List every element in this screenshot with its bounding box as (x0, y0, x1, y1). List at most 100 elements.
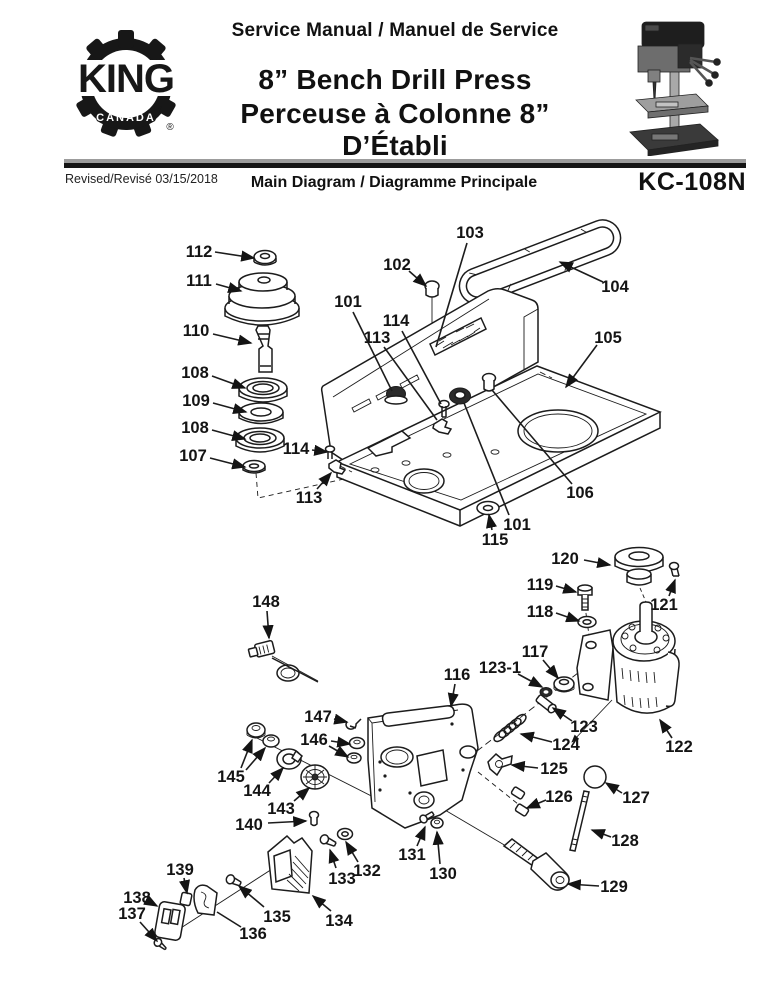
part-113-clip-left (328, 459, 347, 475)
leader-line-114 (311, 444, 329, 456)
part-143-hub (300, 764, 330, 790)
callout-127: 127 (622, 789, 650, 807)
leader-line-116 (447, 683, 459, 708)
part-117-nut (553, 676, 575, 693)
leader-line-101 (352, 311, 393, 392)
callout-112: 112 (186, 243, 213, 261)
callout-121: 121 (650, 596, 678, 614)
callout-126: 126 (545, 788, 573, 806)
part-108-bearing-upper (238, 377, 288, 403)
leader-line-125 (510, 760, 539, 773)
callout-131: 131 (398, 846, 426, 864)
leader-line-148 (262, 610, 274, 640)
callout-119: 119 (527, 576, 554, 594)
service-manual-title: Service Manual / Manuel de Service (231, 20, 559, 41)
leader-line-138 (143, 894, 159, 907)
logo-country-text: CANADA (96, 112, 156, 124)
part-132-washer (336, 827, 354, 841)
callout-136: 136 (239, 925, 267, 943)
leader-line-123 (551, 707, 573, 722)
callout-114: 114 (383, 312, 410, 330)
callout-148: 148 (252, 593, 280, 611)
header-titles: Service Manual / Manuel de Service 8” Be… (195, 20, 595, 162)
callout-134: 134 (325, 912, 353, 930)
part-139-latch (179, 891, 193, 907)
leader-line-117 (542, 659, 560, 680)
callout-140: 140 (235, 816, 263, 834)
leader-line-133 (328, 848, 340, 869)
part-118-washer (577, 615, 597, 629)
leader-line-103 (435, 242, 468, 348)
callout-128: 128 (611, 832, 639, 850)
leader-line-147 (333, 713, 349, 725)
leader-line-139 (178, 877, 190, 895)
part-129-hub-assembly (502, 838, 570, 891)
callout-107: 107 (179, 447, 207, 465)
part-107-retainer-nut (242, 459, 266, 474)
callout-108: 108 (181, 364, 209, 382)
leader-line-130 (432, 830, 444, 865)
leader-line-145 (245, 746, 267, 771)
callout-106: 106 (566, 484, 594, 502)
callout-122: 122 (665, 738, 693, 756)
part-121-set-screw (668, 561, 680, 577)
revised-date: Revised/Revisé 03/15/2018 (65, 172, 218, 186)
callout-133: 133 (328, 870, 356, 888)
callout-138: 138 (123, 889, 151, 907)
logo-brand-text: KING (78, 57, 174, 101)
part-146-nuts (346, 736, 366, 764)
leader-line-137 (139, 921, 159, 943)
leader-line-119 (555, 582, 578, 594)
part-116-head-casting (367, 703, 479, 829)
callout-109: 109 (182, 392, 210, 410)
leader-line-109 (212, 402, 248, 415)
callout-144: 144 (243, 782, 271, 800)
leader-line-145 (240, 738, 253, 769)
part-103-belt-cover-base (320, 287, 662, 527)
callout-146: 146 (300, 731, 328, 749)
callout-137: 137 (118, 905, 146, 923)
leader-line-136 (216, 911, 242, 928)
diagram-title: Main Diagram / Diagramme Principale (250, 174, 538, 191)
leader-line-135 (237, 884, 265, 908)
leader-line-120 (583, 557, 612, 569)
part-140-screw (308, 810, 320, 827)
callout-118: 118 (527, 603, 554, 621)
leader-line-107 (209, 457, 247, 470)
divider-bar-gray (64, 159, 746, 163)
part-115-washer (476, 500, 500, 516)
part-144-bushing (276, 748, 303, 770)
part-148-safety-key (247, 639, 319, 683)
leader-line-113 (383, 346, 438, 421)
callout-147: 147 (304, 708, 332, 726)
callout-135: 135 (263, 908, 291, 926)
callout-114: 114 (283, 440, 310, 458)
part-112-nut (253, 249, 277, 266)
leader-line-121 (665, 578, 676, 597)
callout-115: 115 (482, 531, 509, 549)
drill-press-photo (629, 21, 721, 156)
callout-116: 116 (444, 666, 471, 684)
logo-registered-mark: ® (166, 122, 174, 133)
leader-line-111 (215, 282, 243, 293)
callout-129: 129 (600, 878, 628, 896)
divider-bar-black (64, 163, 746, 168)
callout-103: 103 (456, 224, 484, 242)
callout-111: 111 (186, 272, 212, 290)
leader-line-108 (211, 429, 247, 442)
part-110-quill-shaft (255, 325, 273, 373)
callout-139: 139 (166, 861, 194, 879)
part-133-screw (319, 834, 337, 847)
leader-line-134 (311, 894, 332, 912)
callout-102: 102 (383, 256, 411, 274)
part-102-screw (424, 280, 440, 298)
callout-145: 145 (217, 768, 245, 786)
leader-line-118 (555, 611, 581, 623)
leader-line-104 (558, 261, 604, 283)
leader-line-110 (212, 333, 253, 346)
part-109-spacer (238, 402, 284, 425)
callout-143: 143 (267, 800, 295, 818)
